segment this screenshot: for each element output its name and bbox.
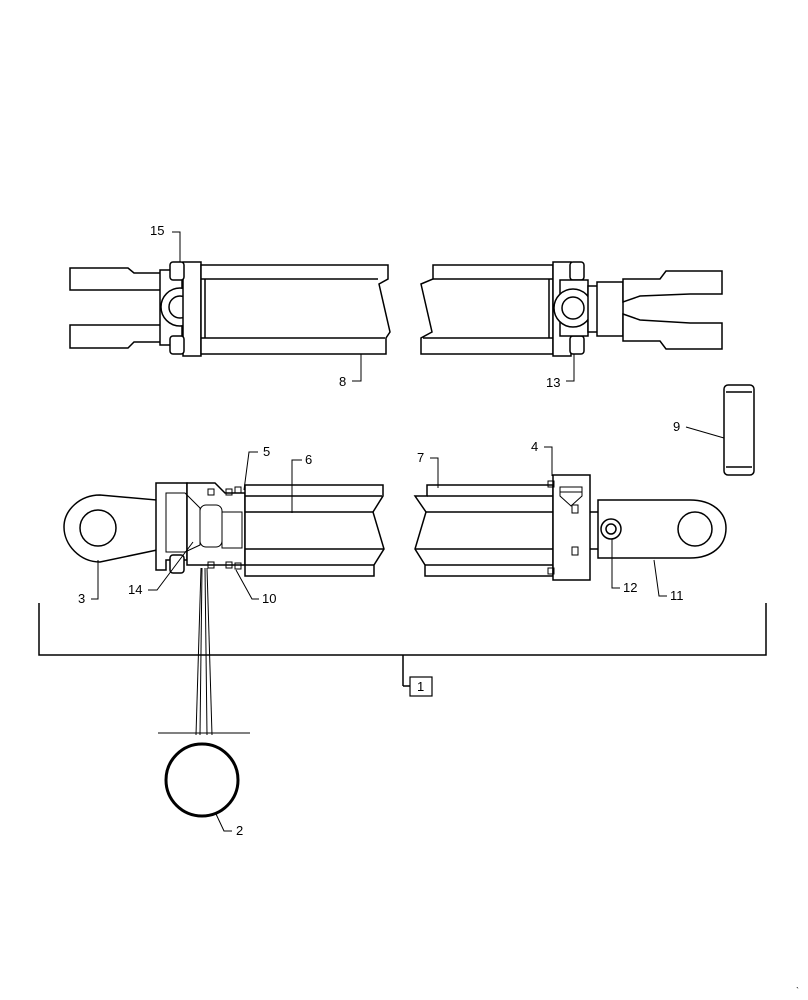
callout-9: 9 [673,419,680,434]
callout-11: 11 [670,588,684,603]
callout-15: 15 [150,223,164,238]
callout-1: 1 [417,679,424,694]
callout-14: 14 [128,582,142,597]
callout-7: 7 [417,450,424,465]
pin-part-9 [723,384,755,476]
kit-bracket [38,603,767,687]
seal-ring-part-2 [158,567,250,818]
top-right-barrel [420,264,554,355]
bottom-left-barrel [244,484,385,577]
top-right-clevis [552,261,723,357]
top-left-clevis [69,261,202,357]
callout-6: 6 [305,452,312,467]
callout-5: 5 [263,444,270,459]
callout-3: 3 [78,591,85,606]
bottom-left-eye-end [63,482,246,574]
bottom-right-gland-and-eye [547,474,727,581]
callout-1-box: 1 [409,676,433,697]
callout-13: 13 [546,375,560,390]
callout-10: 10 [262,591,276,606]
callout-2: 2 [236,823,243,838]
callout-12: 12 [623,580,637,595]
callout-8: 8 [339,374,346,389]
corner-mark: ` [796,986,799,996]
top-left-barrel [200,264,391,355]
callout-4: 4 [531,439,538,454]
leader-lines [91,231,725,832]
